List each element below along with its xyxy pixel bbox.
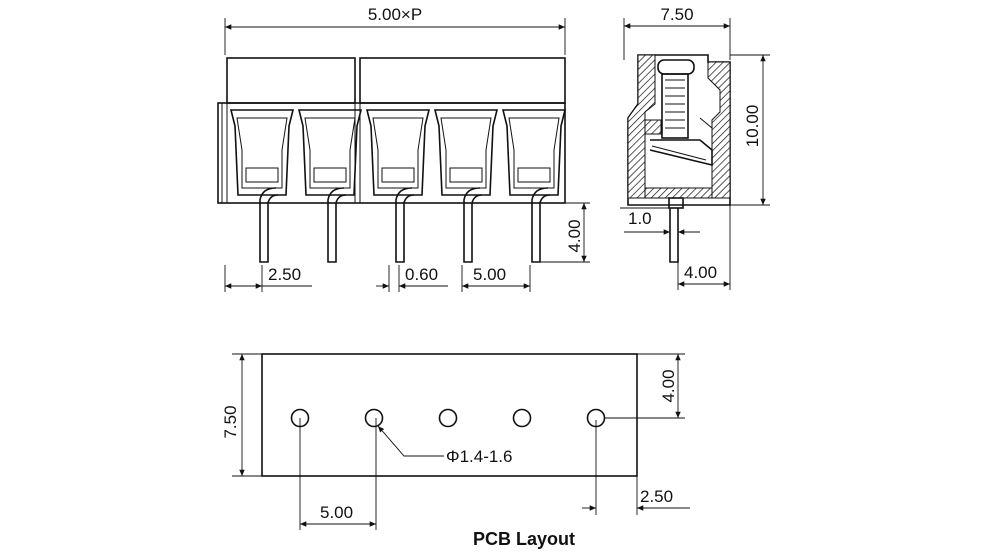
clamp-cavity (501, 109, 567, 196)
front-view: 5.00×P 4.00 2.50 0.60 5.00 (217, 5, 590, 292)
side-width-label: 7.50 (660, 5, 693, 24)
front-pin (531, 187, 551, 263)
front-pin (327, 187, 347, 263)
front-pins (259, 187, 551, 263)
clamp-cavity (229, 109, 295, 196)
pin-length-label: 4.00 (565, 219, 584, 252)
side-pin-thickness-label: 1.0 (628, 209, 652, 228)
pcb-layout-view: 7.50 4.00 Φ1.4-1.6 5.00 2.50 PCB Layout (221, 353, 690, 549)
pin-offset-label: 2.50 (268, 265, 301, 284)
pcb-width-label: 7.50 (221, 405, 240, 438)
pcb-outline (261, 353, 638, 477)
pcb-hole (512, 408, 532, 428)
side-pin-offset-label: 4.00 (684, 263, 717, 282)
hole-diameter-label: Φ1.4-1.6 (446, 447, 513, 466)
pcb-row-offset-label: 4.00 (659, 369, 678, 402)
clamp-cavity (297, 109, 363, 196)
clamp-cavities (229, 109, 567, 196)
overall-length-label: 5.00×P (368, 5, 422, 24)
pcb-hole (438, 408, 458, 428)
clamp-cavity (433, 109, 499, 196)
front-pin (395, 187, 415, 263)
clamp-cavity (365, 109, 431, 196)
pcb-holes (290, 408, 606, 428)
side-view: 7.50 1.0 10.00 (620, 5, 770, 290)
pcb-pitch-label: 5.00 (320, 503, 353, 522)
pcb-hole (364, 408, 384, 428)
pcb-edge-offset-label: 2.50 (640, 487, 673, 506)
pcb-layout-title: PCB Layout (473, 529, 575, 549)
front-pitch-label: 5.00 (473, 265, 506, 284)
side-height-label: 10.00 (743, 105, 762, 148)
front-pin (259, 187, 279, 263)
pin-width-label: 0.60 (405, 265, 438, 284)
front-pin (463, 187, 483, 263)
